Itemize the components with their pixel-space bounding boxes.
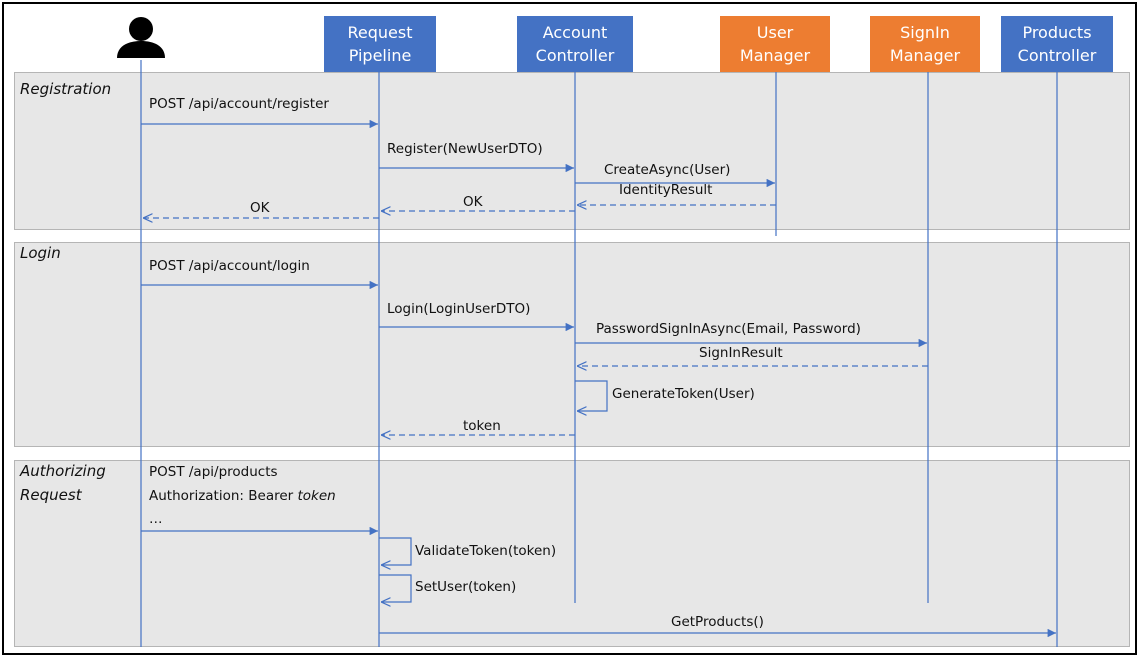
participant-account-controller-line2: Controller — [535, 46, 615, 65]
section-authorizing — [14, 460, 1130, 647]
msg-reg-identity: IdentityResult — [619, 182, 713, 198]
msg-auth-post-line3: … — [149, 511, 163, 527]
msg-auth-post-line2-prefix: Authorization: Bearer — [149, 488, 298, 504]
participant-user-manager-line2: Manager — [739, 46, 811, 65]
msg-login-pwsignin: PasswordSignInAsync(Email, Password) — [596, 321, 861, 337]
msg-reg-register: Register(NewUserDTO) — [387, 141, 543, 157]
msg-auth-post-line2-token: token — [297, 488, 336, 504]
participant-user-manager: User Manager — [720, 16, 830, 72]
msg-reg-create: CreateAsync(User) — [604, 162, 731, 178]
person-icon — [117, 17, 165, 58]
participant-signin-manager: SignIn Manager — [870, 16, 980, 72]
msg-auth-post-line1: POST /api/products — [149, 464, 278, 480]
msg-auth-getproducts: GetProducts() — [671, 614, 764, 630]
msg-login-post: POST /api/account/login — [149, 258, 310, 274]
msg-reg-ok-ac: OK — [463, 194, 483, 210]
msg-reg-ok-rp: OK — [250, 200, 270, 216]
arrow-login-generate-self — [575, 380, 608, 411]
participant-account-controller: Account Controller — [517, 16, 633, 72]
participant-signin-manager-line2: Manager — [889, 46, 961, 65]
msg-login-login: Login(LoginUserDTO) — [387, 301, 531, 317]
msg-login-generate: GenerateToken(User) — [612, 386, 755, 402]
participant-signin-manager-line1: SignIn — [900, 23, 950, 42]
participant-request-pipeline-line1: Request — [347, 23, 413, 42]
participant-products-controller: Products Controller — [1001, 16, 1113, 72]
section-login — [14, 242, 1130, 447]
msg-reg-post: POST /api/account/register — [149, 96, 329, 112]
msg-login-token: token — [463, 418, 501, 434]
participant-products-controller-line1: Products — [1022, 23, 1092, 42]
msg-auth-setuser: SetUser(token) — [415, 579, 517, 595]
participant-products-controller-line2: Controller — [1017, 46, 1097, 65]
section-title-registration: Registration — [20, 80, 112, 98]
arrow-auth-setuser-self — [379, 574, 412, 602]
section-registration — [14, 72, 1130, 230]
participant-account-controller-line1: Account — [542, 23, 608, 42]
section-title-authorizing-line1: Authorizing — [20, 462, 106, 480]
participant-request-pipeline-line2: Pipeline — [348, 46, 412, 65]
participant-user-manager-line1: User — [756, 23, 794, 42]
msg-auth-validate: ValidateToken(token) — [415, 543, 557, 559]
participant-request-pipeline: Request Pipeline — [324, 16, 436, 72]
arrow-auth-validate-self — [379, 537, 412, 565]
msg-auth-post-line2: Authorization: Bearer token — [149, 485, 336, 508]
section-title-login: Login — [20, 244, 61, 262]
section-title-authorizing-line2: Request — [20, 486, 82, 504]
msg-login-signinresult: SignInResult — [699, 345, 783, 361]
